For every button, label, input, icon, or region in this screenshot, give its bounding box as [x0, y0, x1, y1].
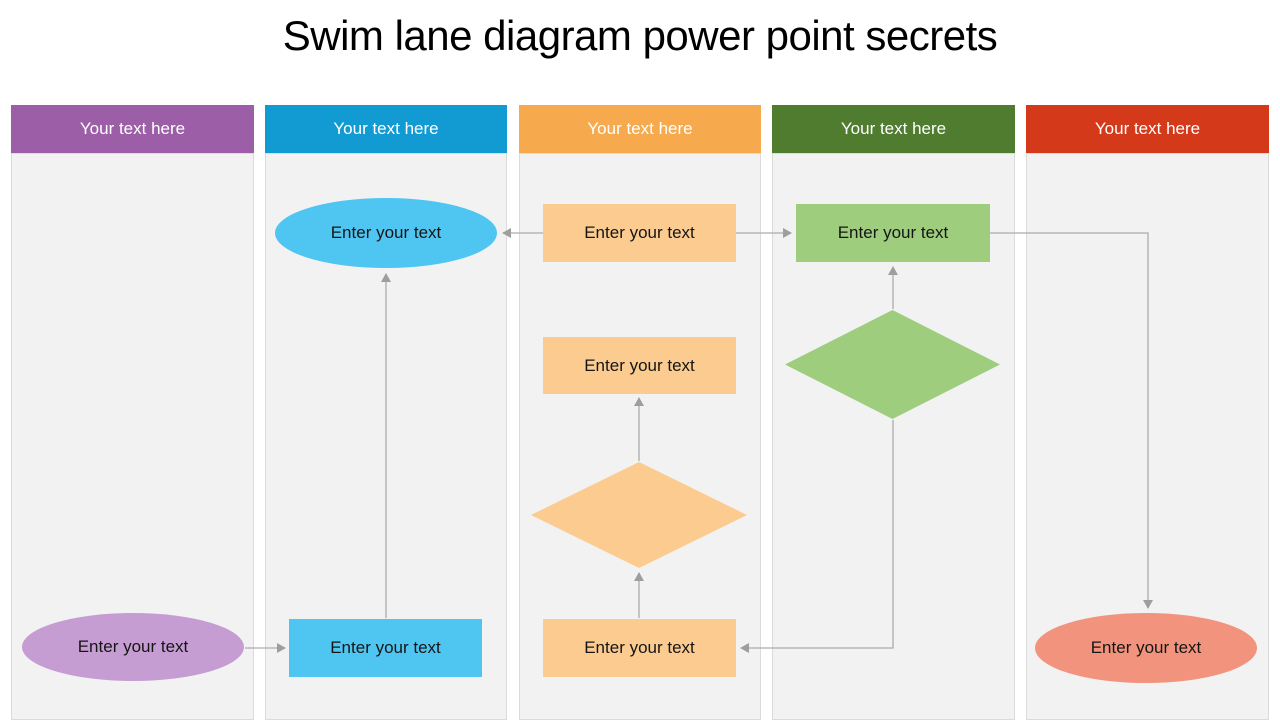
- lane-2-header-label: Your text here: [333, 119, 439, 138]
- lane-1-header[interactable]: Your text here: [11, 105, 254, 153]
- flow-rect-orange-mid-label: Enter your text: [584, 355, 695, 375]
- flow-ellipse-salmon-label: Enter your text: [1090, 638, 1202, 658]
- lane-1-header-label: Your text here: [79, 119, 186, 138]
- lane-2-header[interactable]: Your text here: [265, 105, 507, 153]
- flow-rect-green-label: Enter your text: [837, 223, 949, 243]
- flow-rect-blue-bottom-label: Enter your text: [330, 638, 441, 658]
- flow-rect-orange-bottom-label: Enter your text: [584, 638, 695, 658]
- flow-ellipse-salmon[interactable]: Enter your text: [1035, 613, 1257, 683]
- lane-3-header[interactable]: Your text here: [519, 105, 761, 153]
- flow-ellipse-blue[interactable]: Enter your text: [275, 198, 497, 268]
- flow-rect-green[interactable]: Enter your text: [796, 204, 990, 262]
- lane-4-header[interactable]: Your text here: [772, 105, 1015, 153]
- lane-3-header-label: Your text here: [587, 119, 693, 138]
- flow-rect-blue-bottom[interactable]: Enter your text: [289, 619, 482, 677]
- flow-rect-orange-bottom[interactable]: Enter your text: [543, 619, 736, 677]
- flow-rect-orange-top-label: Enter your text: [584, 223, 695, 243]
- flow-rect-orange-top[interactable]: Enter your text: [543, 204, 736, 262]
- flow-ellipse-blue-label: Enter your text: [330, 223, 442, 243]
- flow-rect-orange-mid[interactable]: Enter your text: [543, 337, 736, 394]
- lane-5-header[interactable]: Your text here: [1026, 105, 1269, 153]
- lane-4-header-label: Your text here: [840, 119, 947, 138]
- lane-5-header-label: Your text here: [1094, 119, 1201, 138]
- flow-ellipse-purple-label: Enter your text: [77, 637, 189, 657]
- flow-ellipse-purple[interactable]: Enter your text: [22, 613, 244, 681]
- slide-title: Swim lane diagram power point secrets: [282, 12, 998, 59]
